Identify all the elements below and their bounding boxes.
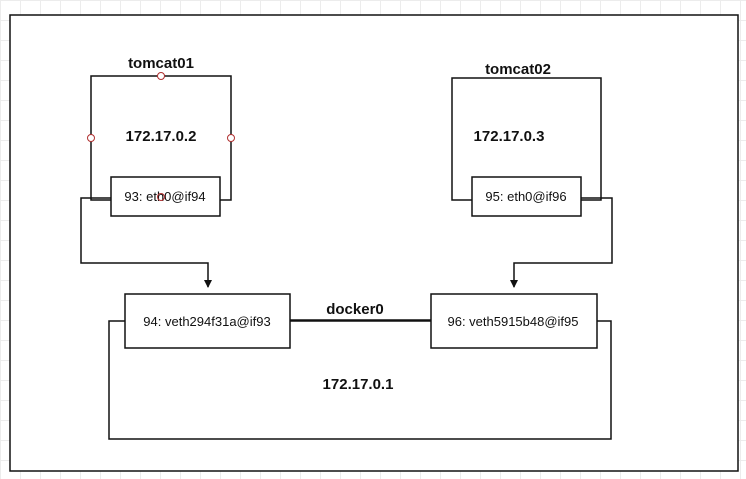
selection-handle-top[interactable] bbox=[157, 72, 165, 80]
container-tomcat01-title: tomcat01 bbox=[128, 55, 194, 72]
bridge-docker0-name: docker0 bbox=[326, 301, 384, 318]
bridge-docker0-ip: 172.17.0.1 bbox=[323, 376, 394, 393]
container-tomcat02-title: tomcat02 bbox=[485, 61, 551, 78]
bridge-docker0-box[interactable] bbox=[108, 320, 612, 440]
veth-right-box[interactable] bbox=[430, 293, 598, 349]
interface-eth0-tomcat02-label: 95: eth0@if96 bbox=[485, 189, 566, 204]
selection-handle-right[interactable] bbox=[227, 134, 235, 142]
container-tomcat01-ip: 172.17.0.2 bbox=[126, 128, 197, 145]
container-tomcat02-ip: 172.17.0.3 bbox=[474, 128, 545, 145]
container-tomcat02[interactable]: tomcat02 172.17.0.3 95: eth0@if96 bbox=[451, 61, 602, 217]
arrow-eth0-to-veth-right bbox=[510, 197, 613, 288]
interface-eth0-tomcat01-label: 93: eth0@if94 bbox=[124, 189, 205, 204]
interface-eth0-tomcat02-box[interactable] bbox=[471, 176, 582, 217]
interface-eth0-tomcat01-box[interactable] bbox=[110, 176, 221, 217]
veth-right-label: 96: veth5915b48@if95 bbox=[447, 314, 578, 329]
veth-left-label: 94: veth294f31a@if93 bbox=[143, 314, 270, 329]
veth-left-box[interactable] bbox=[124, 293, 291, 349]
selection-handle-left[interactable] bbox=[87, 134, 95, 142]
selection-handle-bottom[interactable] bbox=[157, 193, 165, 201]
arrow-eth0-to-veth-left bbox=[80, 197, 212, 288]
container-tomcat01[interactable]: tomcat01 172.17.0.2 93: eth0@if94 bbox=[87, 55, 235, 217]
